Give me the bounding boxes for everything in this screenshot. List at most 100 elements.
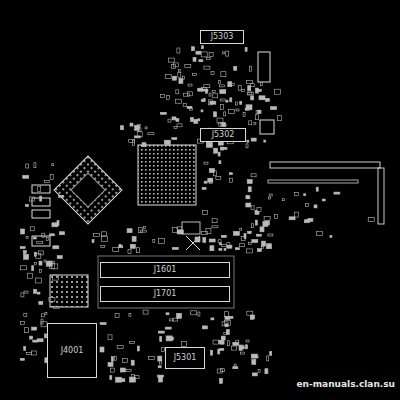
smd-part [102, 237, 108, 242]
smd-part [250, 66, 252, 71]
smd-part [139, 228, 143, 233]
smd-part [123, 358, 128, 362]
smd-part [245, 47, 247, 51]
smd-part [26, 205, 29, 207]
smd-part [220, 243, 222, 245]
smd-part [164, 140, 170, 144]
smd-part [110, 376, 112, 380]
smd-part [252, 373, 257, 376]
smd-part [304, 194, 306, 196]
smd-part [44, 181, 49, 183]
smd-part [49, 297, 55, 301]
smd-part [25, 328, 29, 333]
smd-part [246, 195, 248, 198]
smd-part [214, 148, 218, 153]
smd-part [213, 340, 219, 344]
smd-part [219, 248, 222, 250]
smd-part [158, 356, 162, 361]
smd-part [225, 317, 230, 320]
smd-part [160, 95, 164, 98]
smd-part [268, 234, 273, 236]
connector-box: J4001 [47, 323, 97, 378]
smd-part [42, 233, 45, 237]
ref-designator: J1601 [154, 266, 177, 274]
smd-part [41, 319, 43, 324]
mark [186, 236, 200, 250]
smd-part [23, 175, 29, 178]
smd-part [248, 92, 252, 94]
smd-part [255, 115, 258, 120]
smd-part [206, 228, 211, 233]
smd-part [228, 83, 234, 85]
smd-part [199, 60, 203, 62]
smd-part [209, 179, 212, 184]
smd-part [252, 224, 254, 228]
smd-part [232, 346, 237, 350]
smd-part [236, 109, 239, 111]
smd-part [108, 362, 113, 366]
smd-part [204, 66, 210, 69]
smd-part [158, 375, 164, 377]
connector-strip [270, 162, 380, 168]
connector-strip [378, 168, 384, 224]
smd-part [166, 336, 172, 341]
smd-part [161, 348, 164, 352]
smd-part [27, 273, 32, 278]
smd-part [193, 57, 196, 61]
smd-part [24, 291, 28, 293]
smd-part [26, 237, 28, 239]
smd-part [168, 119, 171, 122]
connector-box: J5302 [200, 128, 246, 142]
smd-part [204, 181, 207, 183]
smd-part [209, 52, 213, 56]
smd-part [251, 354, 257, 358]
smd-part [255, 211, 259, 214]
smd-part [251, 96, 254, 100]
smd-part [37, 339, 43, 342]
smd-part [130, 123, 133, 126]
smd-part [120, 368, 125, 372]
smd-part [20, 266, 26, 270]
smd-part [202, 187, 206, 189]
smd-part [212, 226, 218, 228]
smd-part [191, 311, 197, 315]
smd-part [209, 239, 215, 242]
smd-part [289, 217, 295, 220]
chip [32, 185, 50, 193]
smd-part [45, 313, 47, 315]
smd-part [172, 247, 178, 249]
smd-part [196, 51, 201, 54]
smd-part [129, 313, 131, 316]
smd-part [188, 84, 192, 86]
smd-part [39, 301, 43, 304]
smd-part [271, 107, 277, 110]
smd-part [213, 94, 218, 98]
smd-part [176, 90, 179, 94]
smd-part [181, 341, 186, 346]
smd-part [304, 220, 309, 223]
smd-part [52, 164, 54, 166]
smd-part [130, 244, 135, 248]
smd-part [190, 108, 193, 110]
smd-part [32, 351, 37, 355]
smd-part [256, 111, 261, 114]
smd-part [233, 342, 239, 345]
smd-part [122, 379, 125, 382]
smd-part [224, 312, 228, 317]
smd-part [172, 228, 177, 233]
smd-part [235, 102, 237, 105]
smd-part [211, 318, 214, 320]
smd-part [138, 128, 141, 132]
smd-part [34, 163, 36, 168]
smd-part [138, 125, 141, 127]
smd-part [115, 314, 119, 318]
smd-part [242, 90, 245, 92]
smd-part [129, 140, 135, 143]
smd-part [246, 80, 252, 83]
smd-part [251, 138, 256, 141]
smd-part [159, 377, 163, 382]
smd-part [251, 315, 255, 319]
smd-part [185, 65, 191, 68]
smd-part [248, 187, 251, 192]
smd-part [34, 252, 36, 256]
